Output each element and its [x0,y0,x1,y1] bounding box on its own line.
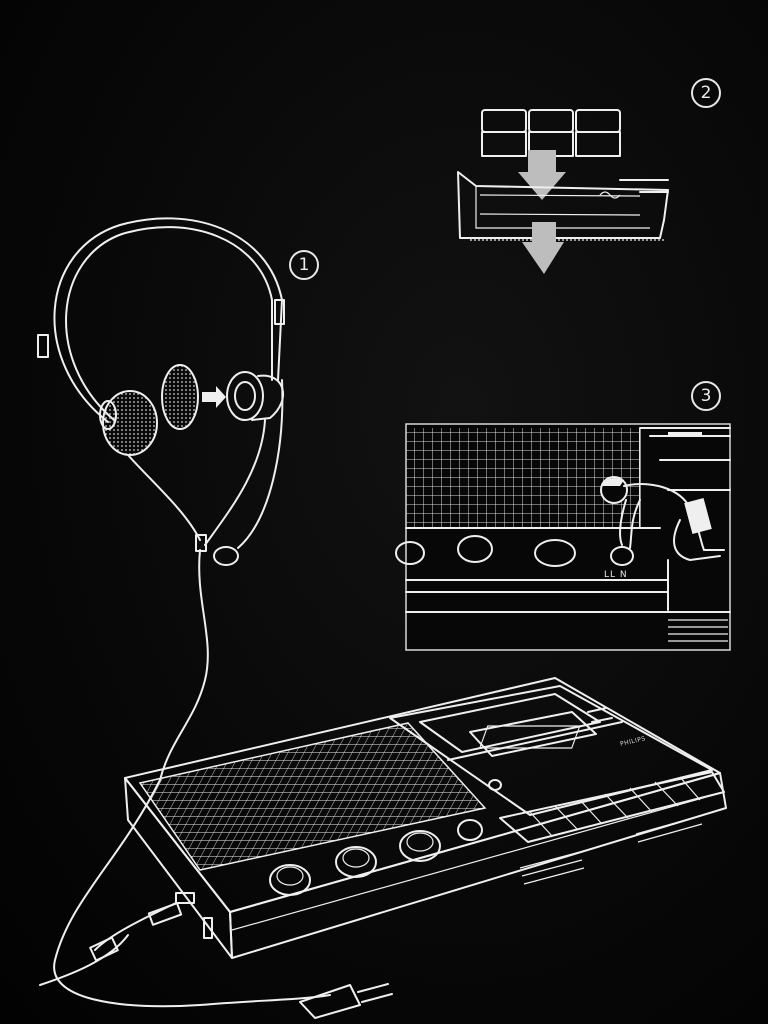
headphones-illustration [37,217,285,781]
step-1-callout: 1 [289,250,319,280]
person-adjusting-knob-illustration [600,476,725,561]
step-2-callout: 2 [691,78,721,108]
power-plug-icon [299,983,393,1019]
cables [39,779,331,1008]
control-knobs [269,779,502,896]
cassette-recorder-illustration [124,677,727,959]
battery-insertion-illustration [457,109,669,274]
knob-label: LL N [604,570,628,580]
volume-adjust-panel [395,423,731,651]
step-3-callout: 3 [691,381,721,411]
